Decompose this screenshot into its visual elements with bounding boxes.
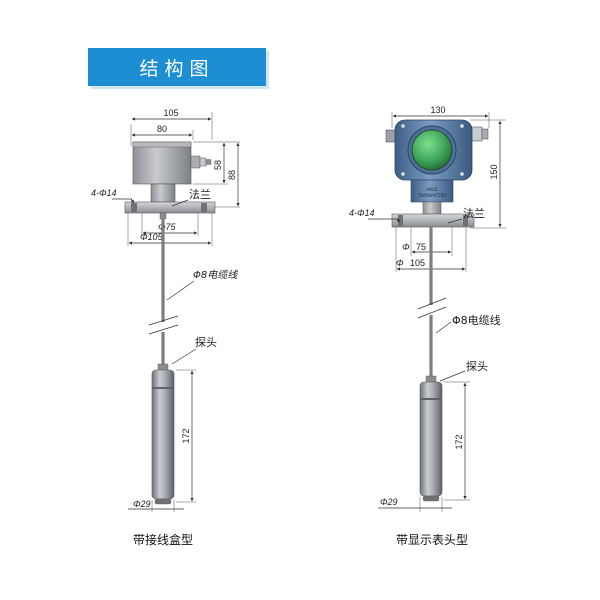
dim-holes-right: 4-Φ14	[349, 208, 375, 218]
label-cable-right: Φ8电缆线	[452, 313, 501, 327]
dim-flange-inner: Φ75	[158, 222, 177, 232]
cable-gland	[190, 155, 201, 169]
dim-holes: 4-Φ14	[91, 188, 117, 198]
brand-2: TRANSMITTER	[417, 193, 446, 198]
left-model: 105 80 58 88 4-Φ14 法兰	[91, 108, 240, 547]
junction-box	[132, 141, 192, 185]
probe	[151, 369, 175, 500]
dim-height-a: 58	[213, 160, 223, 170]
dim-flange-outer: Φ105	[140, 232, 164, 242]
label-probe-right: 探头	[466, 360, 488, 373]
dim-probe-dia-right: Φ29	[380, 497, 398, 507]
caption-right: 带显示表头型	[396, 533, 468, 547]
display-window	[411, 129, 453, 171]
dim-height-b: 88	[227, 170, 237, 180]
dim-flange-outer-val: 105	[410, 258, 425, 268]
cable-break-mark-right	[417, 297, 447, 310]
label-flange: 法兰	[189, 187, 211, 201]
caption-left: 带接线盒型	[133, 532, 193, 547]
label-probe: 探头	[195, 336, 217, 349]
dim-probe-length-right: 172	[454, 434, 464, 449]
title-text: 结构图	[139, 57, 215, 80]
title-banner: 结构图	[88, 48, 266, 86]
label-flange-right: 法兰	[463, 206, 485, 220]
right-model: 130 150 HKLD TRANSMITTER 4-Φ14	[349, 105, 506, 547]
dim-probe-dia: Φ29	[133, 499, 151, 509]
dim-probe-length: 172	[181, 428, 191, 443]
brand-1: HKLD	[427, 187, 438, 192]
dim-width-outer: 105	[163, 108, 178, 118]
dim-width-inner: 80	[157, 124, 167, 134]
cable-break-mark	[148, 315, 179, 326]
flange-right	[391, 213, 475, 228]
dim-flange-inner-val: 75	[416, 242, 426, 252]
mounting-neck-right	[422, 201, 442, 215]
dim-width: 130	[430, 105, 445, 115]
dim-height: 150	[489, 164, 499, 179]
label-cable: Φ8电缆线	[193, 269, 238, 281]
dim-flange-inner-sym: Φ	[402, 242, 410, 252]
mounting-neck	[150, 183, 176, 203]
dim-flange-outer-sym: Φ	[396, 258, 404, 268]
flange	[124, 201, 216, 214]
